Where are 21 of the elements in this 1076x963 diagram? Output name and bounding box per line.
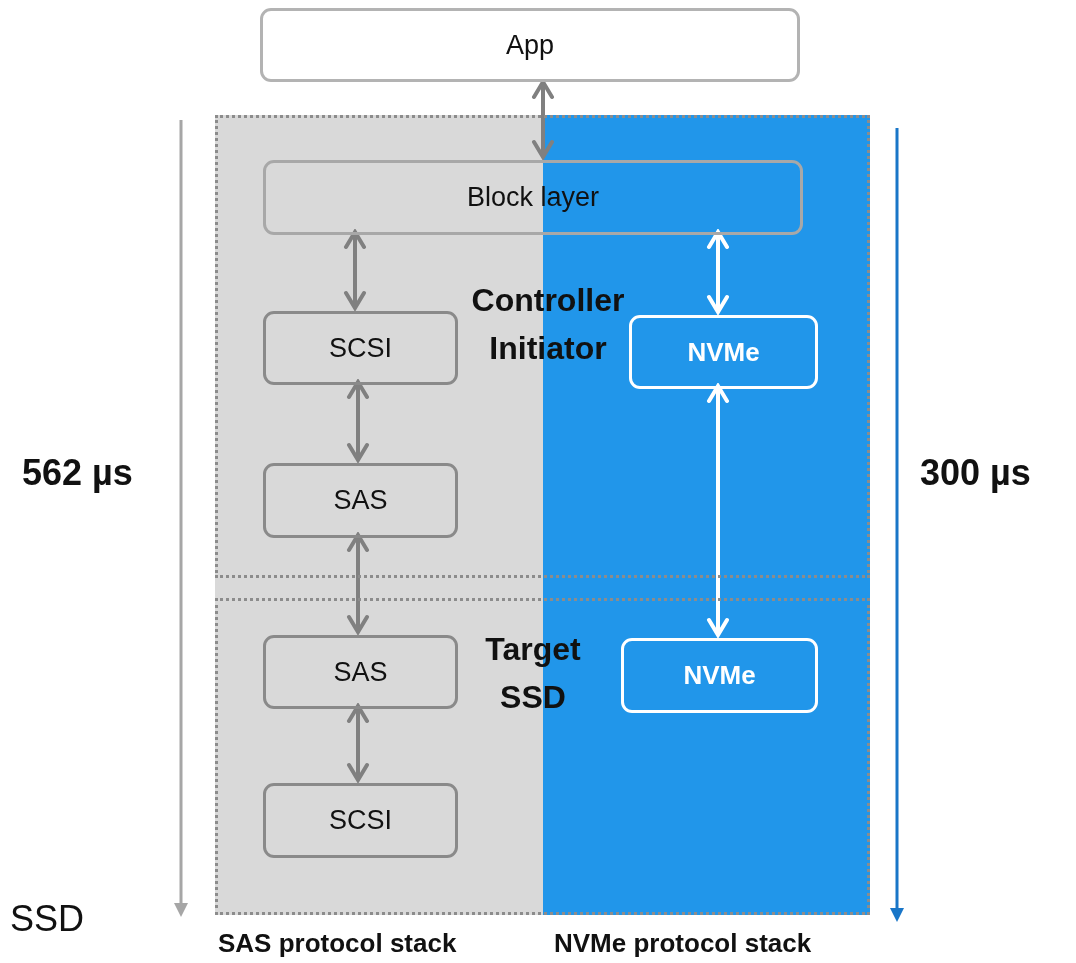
latency-label: 300 µs: [920, 452, 1031, 494]
side-label: SSD: [10, 898, 85, 940]
stack-caption: SAS protocol stack: [218, 928, 457, 959]
dotted-band: [215, 598, 870, 915]
layer-box: App: [260, 8, 800, 82]
layer-box: NVMe: [629, 315, 818, 389]
dotted-band: [215, 115, 870, 578]
double-arrow: [347, 533, 369, 634]
double-arrow: [532, 80, 554, 159]
double-arrow: [707, 384, 729, 637]
layer-box: SCSI: [263, 311, 458, 385]
double-arrow: [347, 380, 369, 462]
layer-box: SCSI: [263, 783, 458, 858]
latency-label: 562 µs: [22, 452, 133, 494]
layer-box: SAS: [263, 635, 458, 709]
double-arrow: [344, 230, 366, 310]
double-arrow: [707, 230, 729, 314]
layer-box: SAS: [263, 463, 458, 538]
layer-box: NVMe: [621, 638, 818, 713]
double-arrow: [347, 704, 369, 782]
stack-caption: NVMe protocol stack: [554, 928, 812, 959]
